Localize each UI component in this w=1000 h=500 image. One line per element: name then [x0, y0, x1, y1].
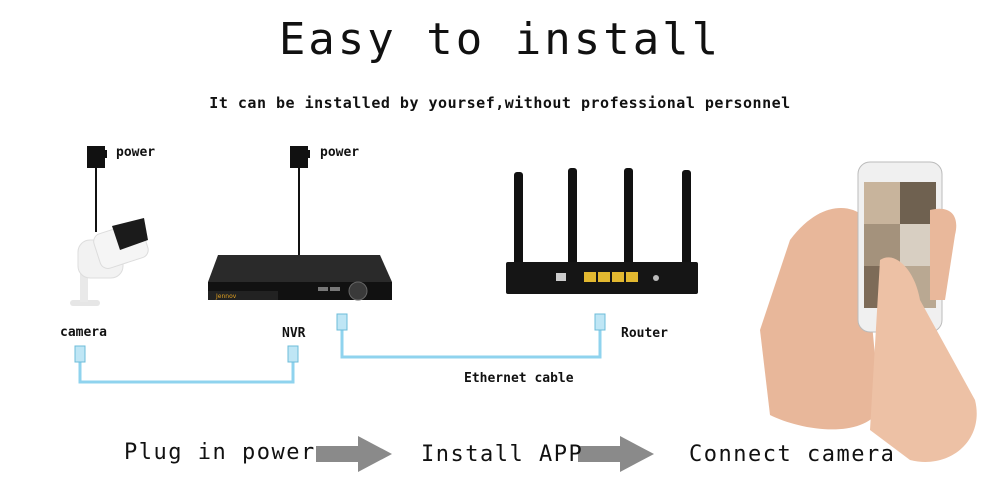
step-plug-in-power: Plug in power [124, 440, 316, 465]
power-label-camera: power [116, 145, 156, 160]
phone-in-hand-icon [760, 161, 977, 462]
step-arrow-1 [316, 436, 392, 472]
nvr-brand-text: Jennov [215, 293, 237, 300]
step-install-app: Install APP [421, 442, 584, 467]
ethernet-cable-left [74, 345, 299, 384]
router-label: Router [621, 326, 668, 341]
ethernet-cable-right [336, 313, 606, 359]
nvr-label: NVR [282, 326, 306, 341]
camera-icon [70, 218, 149, 306]
power-label-nvr: power [320, 145, 360, 160]
page-subtitle: It can be installed by yoursef,without p… [209, 94, 791, 112]
router-icon [506, 168, 698, 294]
step-connect-camera: Connect camera [689, 442, 896, 467]
ethernet-cable-label: Ethernet cable [464, 371, 574, 386]
power-adapter-icon [87, 146, 107, 232]
step-arrow-2 [578, 436, 654, 472]
power-adapter-icon [290, 146, 310, 262]
page-title: Easy to install [278, 14, 722, 65]
nvr-icon [208, 255, 392, 301]
camera-label: camera [60, 325, 107, 340]
